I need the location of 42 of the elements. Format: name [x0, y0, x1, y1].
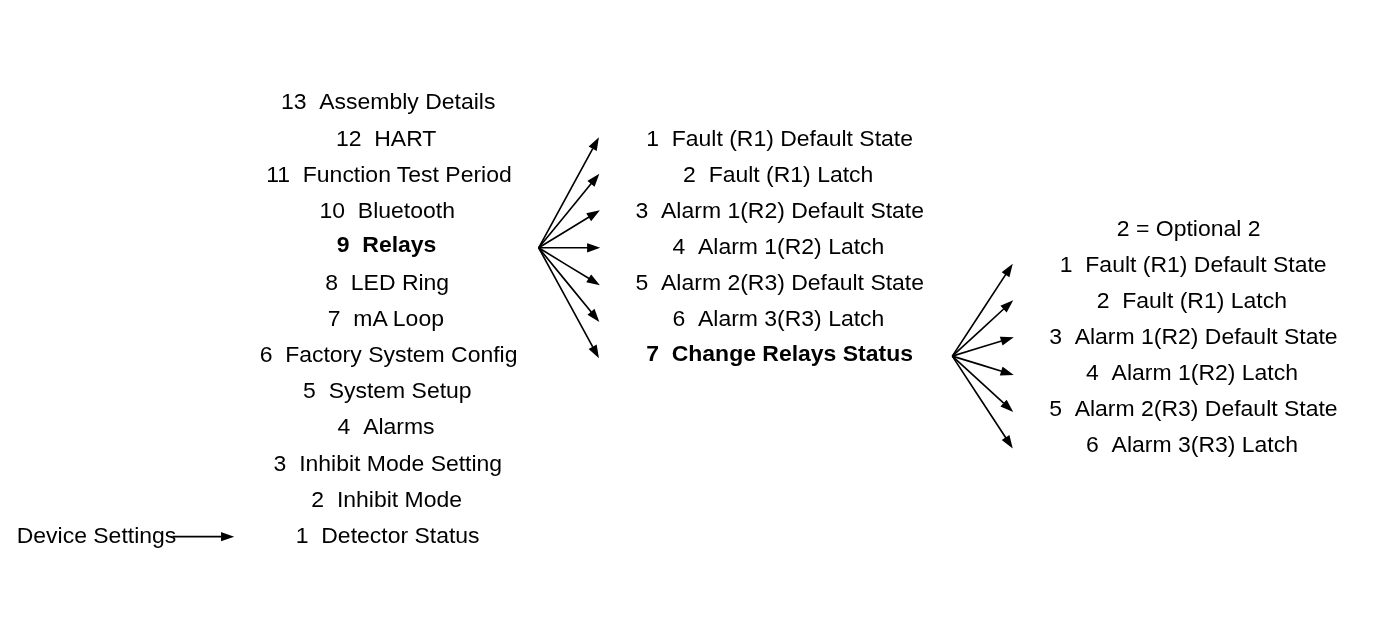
node-text: 3 Inhibit Mode Setting	[273, 449, 503, 476]
node-text: 2 Fault (R1) Latch	[683, 160, 874, 187]
node-text: 6 Alarm 3(R3) Latch	[672, 305, 885, 332]
node-text: 1 Fault (R1) Default State	[1059, 250, 1327, 277]
arrow	[537, 210, 600, 249]
arrow	[537, 246, 599, 359]
arrow	[171, 532, 235, 542]
arrow	[537, 173, 600, 249]
label: 2 = Optional 2	[1116, 214, 1261, 241]
arrow	[537, 137, 599, 249]
arrow	[537, 243, 601, 253]
node-text: 5 System Setup	[303, 377, 472, 404]
arrow	[951, 355, 1014, 376]
arrow	[951, 300, 1014, 357]
node-text: 4 Alarm 1(R2) Latch	[672, 232, 885, 259]
node-text: 10 Bluetooth	[319, 196, 455, 223]
arrow	[951, 355, 1014, 412]
arrow	[951, 263, 1013, 357]
node-text: 8 LED Ring	[325, 268, 450, 295]
node-text: 5 Alarm 2(R3) Default State	[1049, 395, 1338, 422]
node-text: 1 Fault (R1) Default State	[646, 124, 913, 151]
node-text: Device Settings	[16, 521, 177, 548]
node-text: 6 Factory System Config	[259, 341, 518, 368]
node-text: 1 Detector Status	[295, 521, 480, 548]
node-text: 9 Relays	[336, 231, 437, 258]
node-text: 4 Alarm 1(R2) Latch	[1086, 359, 1298, 386]
arrow	[951, 355, 1013, 449]
node-text: 2 Fault (R1) Latch	[1096, 287, 1287, 314]
node-text: 7 mA Loop	[327, 305, 444, 332]
node-text: 7 Change Relays Status	[646, 339, 913, 366]
node-text: 3 Alarm 1(R2) Default State	[1049, 323, 1338, 350]
node-text: 6 Alarm 3(R3) Latch	[1086, 431, 1298, 458]
arrow	[537, 246, 600, 286]
arrow	[951, 336, 1014, 357]
node-text: 12 HART	[335, 124, 437, 151]
node-text: 13 Assembly Details	[280, 88, 496, 115]
node-text: 5 Alarm 2(R3) Default State	[635, 268, 925, 295]
node-text: 2 Inhibit Mode	[311, 485, 463, 512]
arrow	[537, 246, 600, 322]
node-text: 11 Function Test Period	[266, 160, 512, 187]
node-text: 3 Alarm 1(R2) Default State	[635, 196, 925, 223]
node-text: 4 Alarms	[337, 413, 435, 440]
